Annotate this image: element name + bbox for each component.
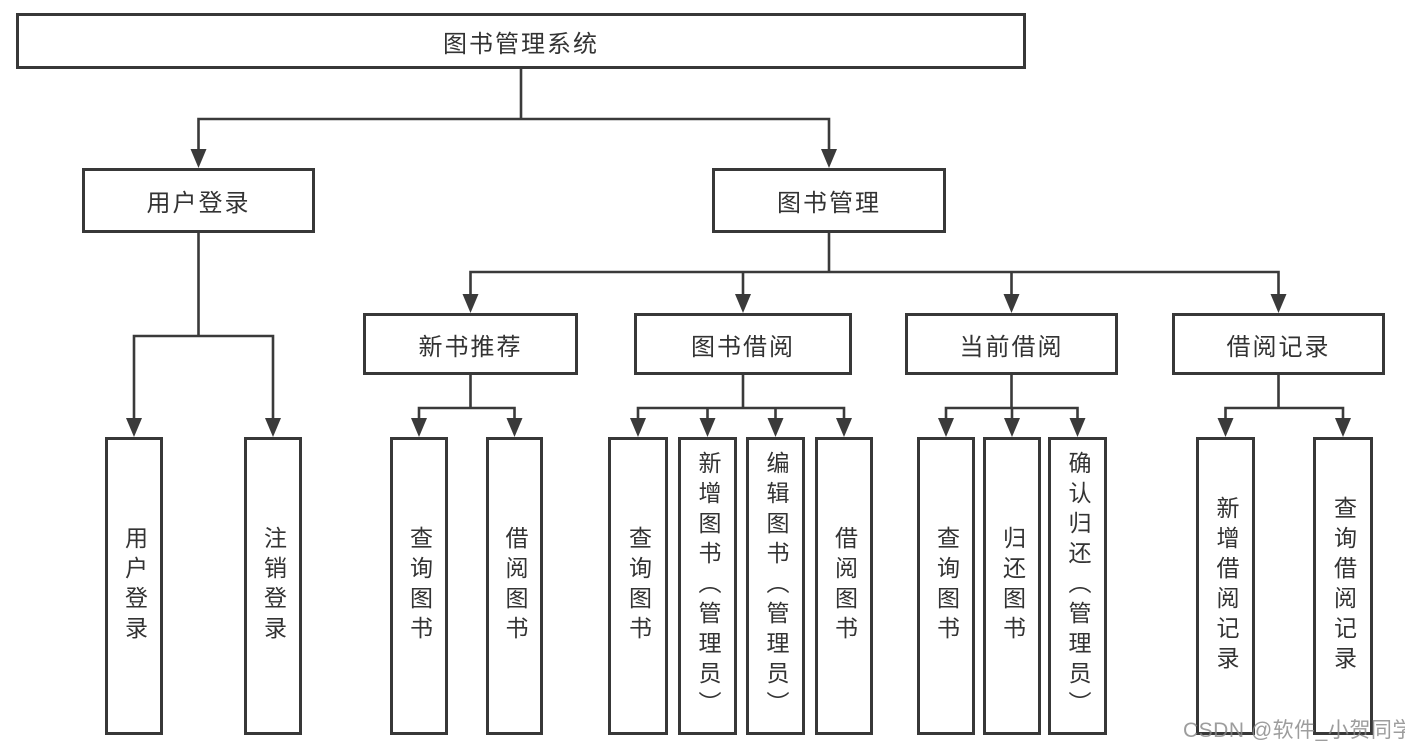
node-book-management: 图书管理: [712, 168, 946, 233]
node-label: 新增图书（管理员）: [695, 451, 721, 721]
arrow-icon: [630, 418, 646, 437]
node-label: 归还图书: [999, 526, 1026, 646]
node-label: 查询图书: [625, 526, 652, 646]
node-label: 注销登录: [260, 526, 287, 646]
node-query-books-borrowing: 查询图书: [608, 437, 668, 735]
node-query-books-current: 查询图书: [917, 437, 975, 735]
node-label: 确认归还（管理员）: [1065, 451, 1091, 721]
node-label: 图书借阅: [691, 333, 795, 361]
arrow-icon: [821, 149, 837, 168]
node-new-book-recommend: 新书推荐: [363, 313, 578, 375]
node-query-books-recommend: 查询图书: [390, 437, 448, 735]
node-borrowing-records: 借阅记录: [1172, 313, 1385, 375]
node-user-login-action: 用户登录: [105, 437, 163, 735]
node-user-login: 用户登录: [82, 168, 315, 233]
node-logout-action: 注销登录: [244, 437, 302, 735]
node-library-system: 图书管理系统: [16, 13, 1026, 69]
node-label: 编辑图书（管理员）: [763, 451, 789, 721]
arrow-icon: [1217, 418, 1234, 437]
node-current-borrowing: 当前借阅: [905, 313, 1118, 375]
node-label: 图书管理: [777, 190, 881, 217]
arrow-icon: [462, 294, 479, 313]
node-borrow-books-recommend: 借阅图书: [486, 437, 543, 735]
node-label: 新增借阅记录: [1213, 496, 1239, 676]
node-query-borrow-record: 查询借阅记录: [1313, 437, 1373, 735]
arrow-icon: [265, 418, 281, 437]
arrow-icon: [1335, 418, 1351, 437]
arrow-icon: [1003, 294, 1020, 313]
node-borrow-books: 借阅图书: [815, 437, 873, 735]
arrow-icon: [190, 149, 207, 168]
node-book-borrowing: 图书借阅: [634, 313, 852, 375]
arrow-icon: [699, 418, 716, 437]
arrow-icon: [836, 418, 852, 437]
node-confirm-return-admin: 确认归还（管理员）: [1048, 437, 1107, 735]
node-label: 查询图书: [933, 526, 960, 646]
node-label: 借阅图书: [831, 526, 858, 646]
arrow-icon: [767, 418, 784, 437]
node-label: 当前借阅: [959, 333, 1064, 361]
node-return-books: 归还图书: [983, 437, 1041, 735]
node-label: 用户登录: [146, 190, 251, 217]
arrow-icon: [1004, 418, 1020, 437]
node-edit-books-admin: 编辑图书（管理员）: [746, 437, 805, 735]
arrow-icon: [1069, 418, 1086, 437]
arrow-icon: [506, 418, 523, 437]
node-label: 新书推荐: [418, 333, 523, 361]
arrow-icon: [1270, 294, 1287, 313]
arrow-icon: [938, 418, 954, 437]
node-label: 用户登录: [121, 526, 148, 646]
node-label: 借阅图书: [502, 526, 528, 646]
node-label: 查询图书: [406, 526, 433, 646]
arrow-icon: [126, 418, 142, 437]
node-add-borrow-record: 新增借阅记录: [1196, 437, 1255, 735]
node-add-books-admin: 新增图书（管理员）: [678, 437, 737, 735]
node-label: 借阅记录: [1226, 333, 1331, 361]
node-label: 查询借阅记录: [1330, 496, 1357, 676]
csdn-watermark: CSDN @软件_小贺同学: [1183, 719, 1405, 742]
arrow-icon: [735, 294, 751, 313]
arrow-icon: [411, 418, 427, 437]
node-label: 图书管理系统: [443, 30, 599, 58]
